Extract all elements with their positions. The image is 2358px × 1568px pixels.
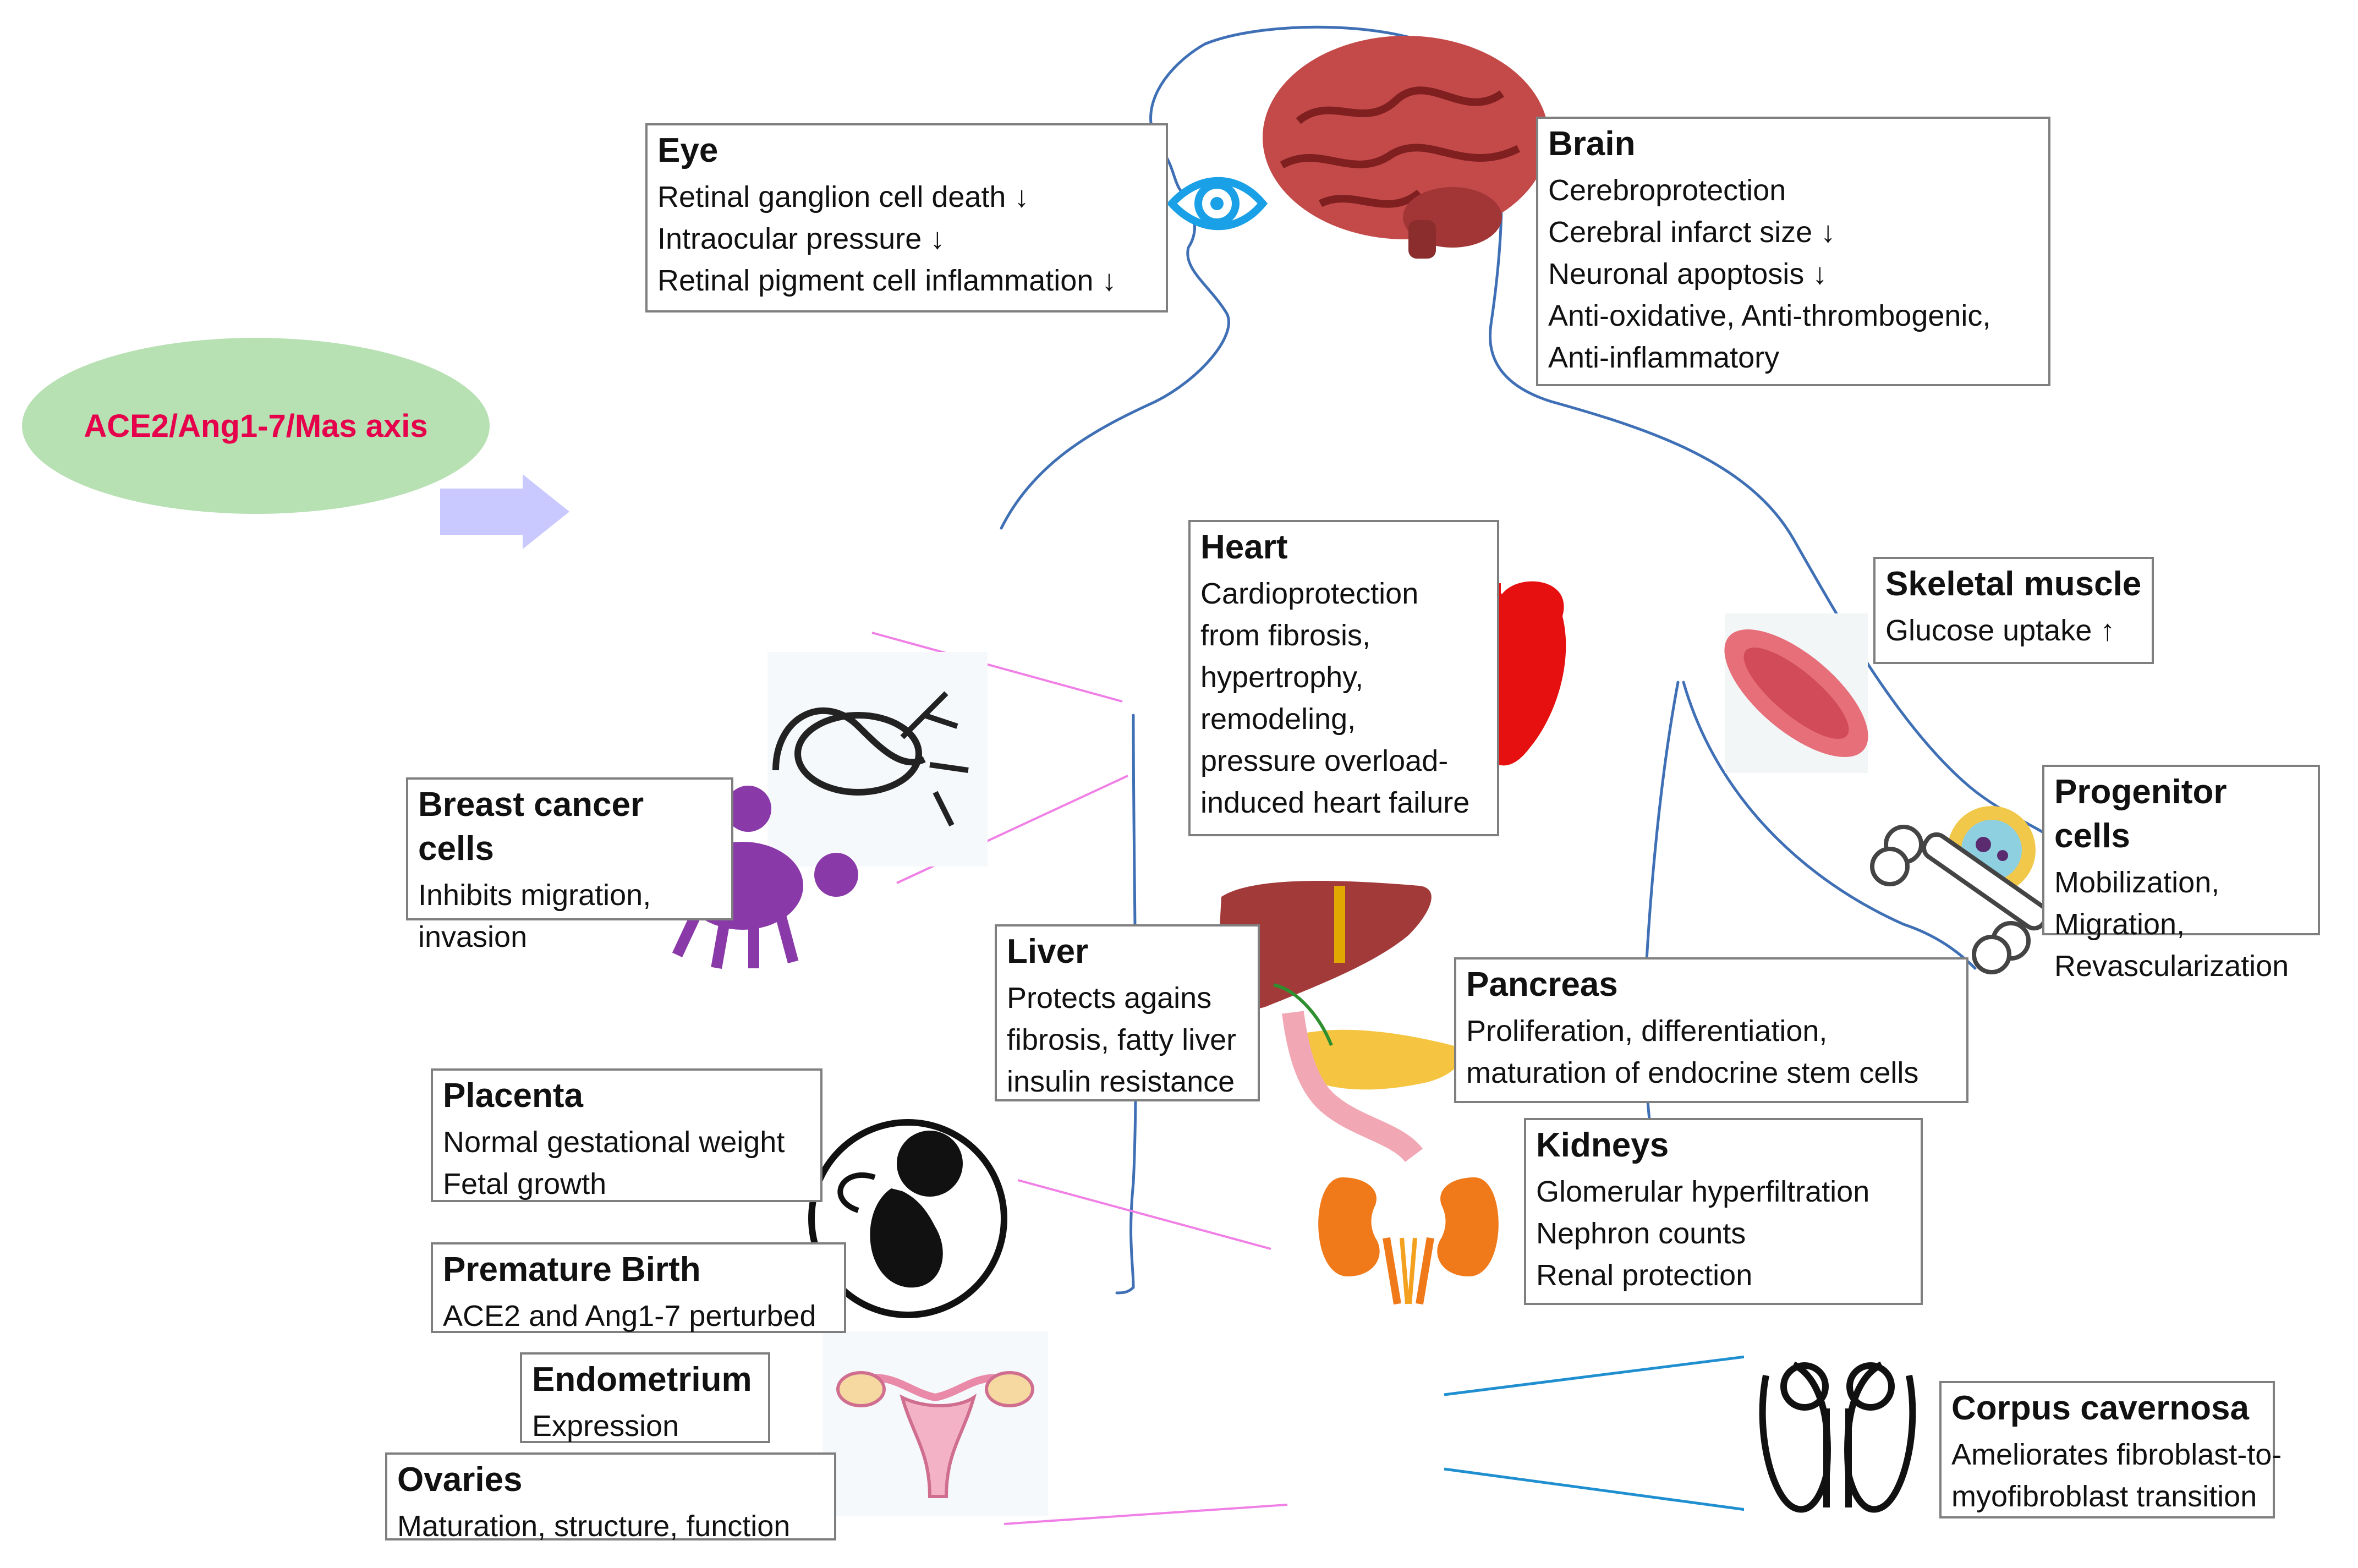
- breast-box: Breast cancer cells Inhibits migration, …: [406, 777, 733, 953]
- connector-corpus-2: [1444, 1467, 1750, 1512]
- corpus-line-1: Ameliorates fibroblast-to-: [1951, 1438, 2282, 1471]
- pancreas-line-2: maturation of endocrine stem cells: [1466, 1056, 1919, 1089]
- heart-line-3: hypertrophy,: [1200, 661, 1364, 694]
- liver-icon: [1219, 881, 1432, 1009]
- placenta-box: Placenta Normal gestational weight Fetal…: [431, 1068, 822, 1202]
- progenitor-line-1: Mobilization,: [2054, 866, 2220, 899]
- brain-line-1: Cerebroprotection: [1548, 174, 1786, 207]
- kidneys-line-1: Glomerular hyperfiltration: [1536, 1175, 1870, 1208]
- premature-title: Premature Birth: [443, 1251, 701, 1289]
- breast-line-1: Inhibits migration,: [418, 879, 651, 912]
- ovaries-box: Ovaries Maturation, structure, function: [385, 1452, 836, 1543]
- axis-label: ACE2/Ang1-7/Mas axis: [84, 408, 428, 444]
- fetus-icon: [808, 1119, 1007, 1318]
- ovaries-title: Ovaries: [397, 1461, 523, 1499]
- liver-line-2: fibrosis, fatty liver: [1007, 1023, 1237, 1056]
- axis-ellipse: [22, 338, 490, 514]
- progenitor-box: Progenitor cells Mobilization, Migration…: [2042, 765, 2320, 983]
- brain-icon: [1263, 36, 1549, 259]
- eye-box: Eye Retinal ganglion cell death ↓ Intrao…: [645, 123, 1168, 312]
- liver-line-1: Protects agains: [1007, 982, 1212, 1015]
- skeletal-muscle-box: Skeletal muscle Glucose uptake ↑: [1873, 557, 2154, 664]
- progenitor-line-2: Migration,: [2054, 908, 2185, 941]
- body-outline-left-torso: [1115, 714, 1137, 1295]
- body-outline-right-arm: [1682, 681, 1977, 970]
- kidneys-title: Kidneys: [1536, 1126, 1669, 1164]
- skeletal-muscle-title: Skeletal muscle: [1885, 565, 2142, 603]
- brain-title: Brain: [1548, 125, 1636, 163]
- breast-line-2: invasion: [418, 920, 528, 953]
- eye-line-1: Retinal ganglion cell death ↓: [657, 180, 1029, 213]
- liver-line-3: insulin resistance: [1007, 1065, 1235, 1098]
- brain-line-2: Cerebral infarct size ↓: [1548, 216, 1836, 249]
- axis-arrow: [440, 474, 569, 549]
- brain-line-3: Neuronal apoptosis ↓: [1548, 257, 1828, 290]
- kidneys-box: Kidneys Glomerular hyperfiltration Nephr…: [1524, 1118, 1923, 1305]
- endometrium-line-1: Expression: [532, 1410, 679, 1443]
- premature-line-1: ACE2 and Ang1-7 perturbed: [443, 1300, 816, 1333]
- uterus-icon: [822, 1331, 1048, 1516]
- heart-title: Heart: [1200, 528, 1288, 566]
- kidneys-icon: [1318, 1177, 1499, 1305]
- connector-corpus-1: [1444, 1355, 1750, 1396]
- pancreas-icon: [1273, 983, 1462, 1163]
- corpus-line-2: myofibroblast transition: [1951, 1480, 2257, 1513]
- breast-title: Breast cancer cells: [418, 786, 644, 868]
- brain-line-5: Anti-inflammatory: [1548, 341, 1780, 374]
- corpus-title: Corpus cavernosa: [1951, 1389, 2249, 1427]
- kidneys-line-2: Nephron counts: [1536, 1217, 1746, 1250]
- progenitor-line-3: Revascularization: [2054, 950, 2289, 983]
- placenta-line-1: Normal gestational weight: [443, 1126, 785, 1159]
- mammary-gland-icon: [767, 652, 988, 867]
- eye-line-3: Retinal pigment cell inflammation ↓: [657, 264, 1117, 297]
- body-outline-right-torso: [1643, 681, 1680, 1185]
- pancreas-line-1: Proliferation, differentiation,: [1466, 1015, 1828, 1048]
- liver-title: Liver: [1007, 933, 1089, 971]
- eye-title: Eye: [657, 131, 719, 169]
- kidneys-line-3: Renal protection: [1536, 1259, 1753, 1292]
- ovaries-line-1: Maturation, structure, function: [397, 1510, 791, 1543]
- brain-line-4: Anti-oxidative, Anti-thrombogenic,: [1548, 299, 1991, 332]
- heart-line-5: pressure overload-: [1200, 744, 1449, 777]
- heart-box: Heart Cardioprotection from fibrosis, hy…: [1188, 520, 1499, 836]
- connector-ovaries: [1003, 1504, 1288, 1525]
- corpus-box: Corpus cavernosa Ameliorates fibroblast-…: [1939, 1381, 2282, 1518]
- muscle-icon: [1724, 613, 1868, 773]
- heart-line-4: remodeling,: [1200, 703, 1356, 736]
- pancreas-title: Pancreas: [1466, 966, 1618, 1004]
- heart-line-1: Cardioprotection: [1200, 577, 1419, 610]
- endometrium-title: Endometrium: [532, 1361, 752, 1399]
- male-reproductive-icon: [1744, 1331, 1942, 1518]
- endometrium-box: Endometrium Expression: [520, 1352, 770, 1443]
- connector-placenta: [1017, 1179, 1271, 1250]
- liver-box: Liver Protects agains fibrosis, fatty li…: [995, 924, 1260, 1101]
- progenitor-title: Progenitor cells: [2054, 773, 2227, 855]
- skeletal-muscle-line-1: Glucose uptake ↑: [1885, 614, 2115, 647]
- premature-box: Premature Birth ACE2 and Ang1-7 perturbe…: [431, 1242, 846, 1333]
- heart-line-2: from fibrosis,: [1200, 619, 1371, 652]
- heart-line-6: induced heart failure: [1200, 786, 1470, 819]
- eye-line-2: Intraocular pressure ↓: [657, 222, 945, 255]
- pancreas-box: Pancreas Proliferation, differentiation,…: [1454, 957, 1968, 1103]
- placenta-title: Placenta: [443, 1077, 584, 1115]
- brain-box: Brain Cerebroprotection Cerebral infarct…: [1536, 117, 2050, 386]
- eye-icon: [1166, 177, 1268, 231]
- placenta-line-2: Fetal growth: [443, 1167, 607, 1200]
- connector-breast-1: [871, 632, 1123, 703]
